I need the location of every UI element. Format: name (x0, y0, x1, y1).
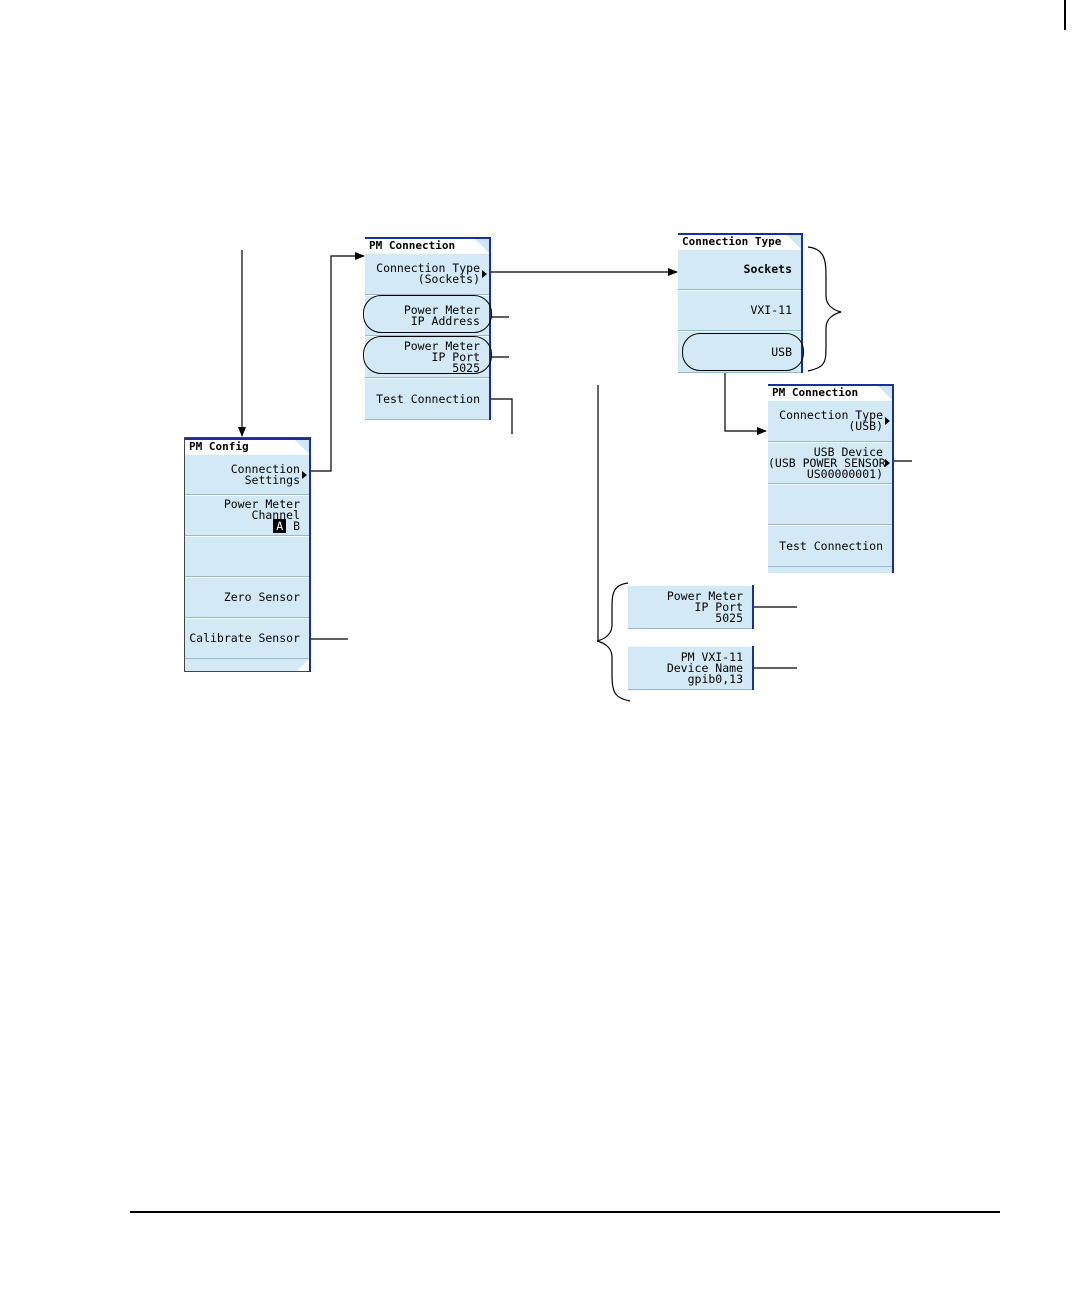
pm-vxi11-device-name-key[interactable]: PM VXI-11 Device Name gpib0,13 (628, 646, 752, 690)
usb-highlight-oval (682, 333, 804, 371)
ip-port-highlight-oval (363, 336, 492, 374)
submenu-arrow-icon (482, 270, 487, 278)
usb-blank-key (768, 484, 892, 525)
connection-type-title: Connection Type (678, 233, 801, 249)
pm-connection-usb-title: PM Connection (768, 384, 892, 400)
ip-address-highlight-oval (363, 295, 492, 333)
test-connection-key[interactable]: Test Connection (365, 378, 489, 420)
submenu-arrow-icon (885, 459, 890, 467)
calibrate-sensor-key[interactable]: Calibrate Sensor (185, 618, 309, 659)
page-bottom-rule (130, 1211, 1000, 1213)
channel-a-selected: A (273, 519, 287, 533)
channel-b: B (293, 519, 300, 533)
connection-settings-arrow (310, 252, 365, 472)
alt-device-name-key-panel: PM VXI-11 Device Name gpib0,13 (628, 646, 754, 690)
pm-config-title: PM Config (185, 438, 309, 454)
zero-sensor-key[interactable]: Zero Sensor (185, 577, 309, 618)
alt-ip-port-key[interactable]: Power Meter IP Port 5025 (628, 585, 752, 629)
menu-bottom-cap (185, 659, 309, 671)
connection-type-key[interactable]: Connection Type (Sockets) (365, 253, 489, 295)
alt-ip-port-key-panel: Power Meter IP Port 5025 (628, 585, 754, 629)
submenu-arrow-icon (302, 470, 307, 479)
power-meter-ip-port-key[interactable]: Power Meter IP Port 5025 (365, 336, 489, 378)
sockets-key[interactable]: Sockets (678, 249, 801, 290)
pm-connection-sockets-menu: PM Connection Connection Type (Sockets) … (365, 237, 491, 420)
submenu-arrow-icon (885, 417, 890, 425)
power-meter-channel-key[interactable]: Power Meter Channel A B (185, 495, 309, 536)
page-corner-mark (1064, 0, 1066, 30)
alt-keys-brace (596, 582, 631, 702)
usb-test-connection-key[interactable]: Test Connection (768, 525, 892, 567)
usb-connection-type-key[interactable]: Connection Type (USB) (768, 400, 892, 442)
connection-type-menu: Connection Type Sockets VXI-11 USB (678, 233, 803, 373)
usb-menu-bottom (768, 567, 892, 573)
vxi11-key[interactable]: VXI-11 (678, 290, 801, 331)
usb-device-key[interactable]: USB Device (USB POWER SENSOR US00000001) (768, 442, 892, 484)
test-connection-callout (490, 398, 513, 434)
pm-connection-usb-menu: PM Connection Connection Type (USB) USB … (768, 384, 894, 573)
connection-settings-key[interactable]: Connection Settings (185, 454, 309, 495)
pm-config-menu: PM Config Connection Settings Power Mete… (184, 437, 311, 672)
connection-type-brace (807, 246, 842, 372)
blank-key (185, 536, 309, 577)
pm-connection-title: PM Connection (365, 237, 489, 253)
usb-arrow (724, 370, 767, 435)
